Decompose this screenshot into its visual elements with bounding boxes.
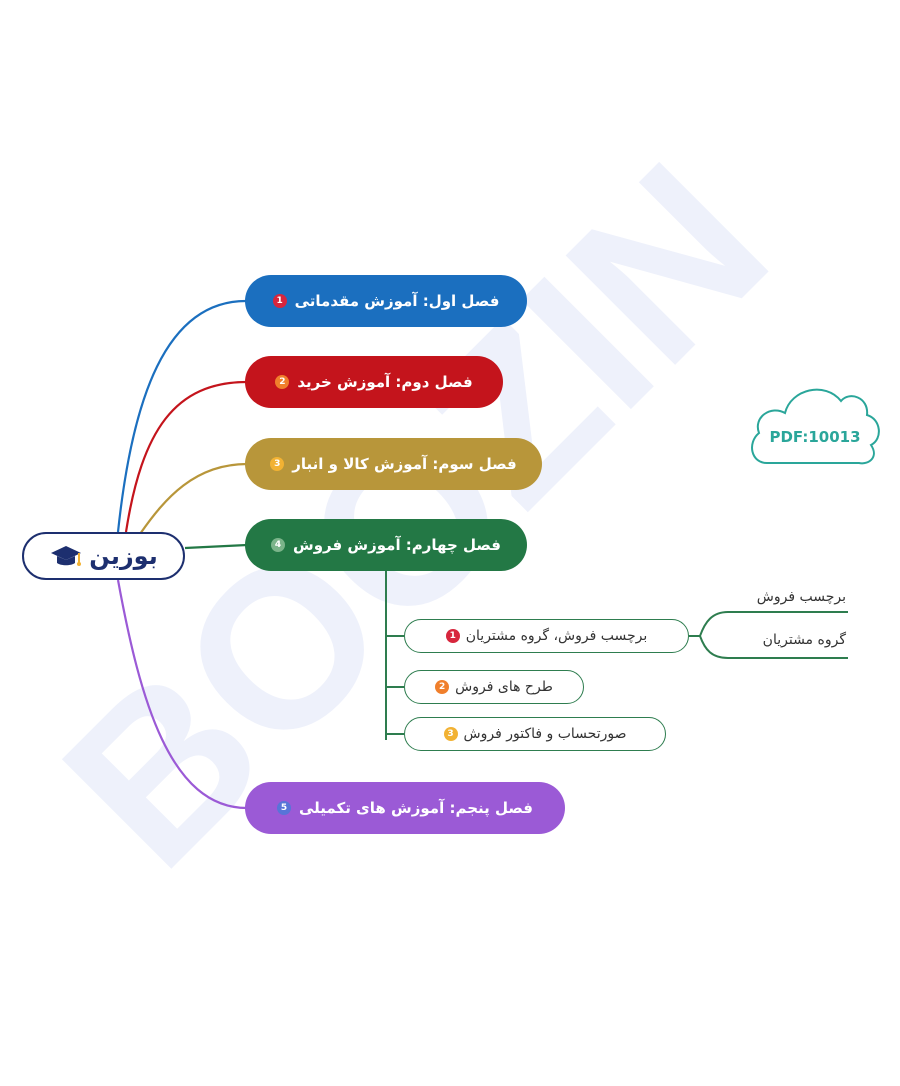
number-badge-icon: 4 [271,538,286,552]
chapter-2-node[interactable]: فصل دوم: آموزش خرید 2 [245,356,503,408]
logo-text: بوزین [89,542,158,570]
number-badge-icon: 3 [270,457,285,471]
link-topic1-detail-1 [699,611,848,637]
cloud-label: PDF:10013 [769,428,861,446]
chapter-5-node[interactable]: فصل پنجم: آموزش های تکمیلی 5 [245,782,565,834]
sales-topic-1-node[interactable]: برچسب فروش، گروه مشتریان 1 [404,619,689,653]
sales-topic-3-label: صورتحساب و فاکتور فروش [463,726,627,742]
link-topic1-detail-2 [699,635,848,659]
sales-topic-2-node[interactable]: طرح های فروش 2 [404,670,584,704]
number-badge-icon: 2 [275,375,290,389]
link-chapter-3 [139,462,248,535]
topic1-detail-1[interactable]: برچسب فروش [756,589,846,605]
chapter-5-label: فصل پنجم: آموزش های تکمیلی [299,799,533,817]
number-badge-icon: 2 [435,680,450,694]
link-chapter-1 [116,299,248,533]
chapter-4-label: فصل چهارم: آموزش فروش [293,536,501,554]
cloud-icon [751,388,880,465]
sales-topic-2-label: طرح های فروش [455,679,553,695]
chapter-3-node[interactable]: فصل سوم: آموزش کالا و انبار 3 [245,438,542,490]
chapter-1-label: فصل اول: آموزش مقدماتی [294,292,500,310]
topic1-detail-2[interactable]: گروه مشتریان [762,632,846,648]
link-chapter-4 [184,543,248,550]
sales-topic-3-node[interactable]: صورتحساب و فاکتور فروش 3 [404,717,666,751]
graduation-cap-icon [51,546,82,566]
number-badge-icon: 1 [445,629,460,643]
link-chapter-2 [124,380,248,533]
number-badge-icon: 3 [443,727,458,741]
chapter-3-label: فصل سوم: آموزش کالا و انبار [292,455,517,473]
chapter-2-label: فصل دوم: آموزش خرید [297,373,473,391]
link-chapter-5 [116,579,248,810]
number-badge-icon: 5 [277,801,291,815]
number-badge-icon: 1 [272,294,287,308]
sales-topic-1-label: برچسب فروش، گروه مشتریان [465,628,648,644]
chapter-1-node[interactable]: فصل اول: آموزش مقدماتی 1 [245,275,527,327]
chapter-4-node[interactable]: فصل چهارم: آموزش فروش 4 [245,519,527,571]
central-logo: بوزین [22,532,185,580]
